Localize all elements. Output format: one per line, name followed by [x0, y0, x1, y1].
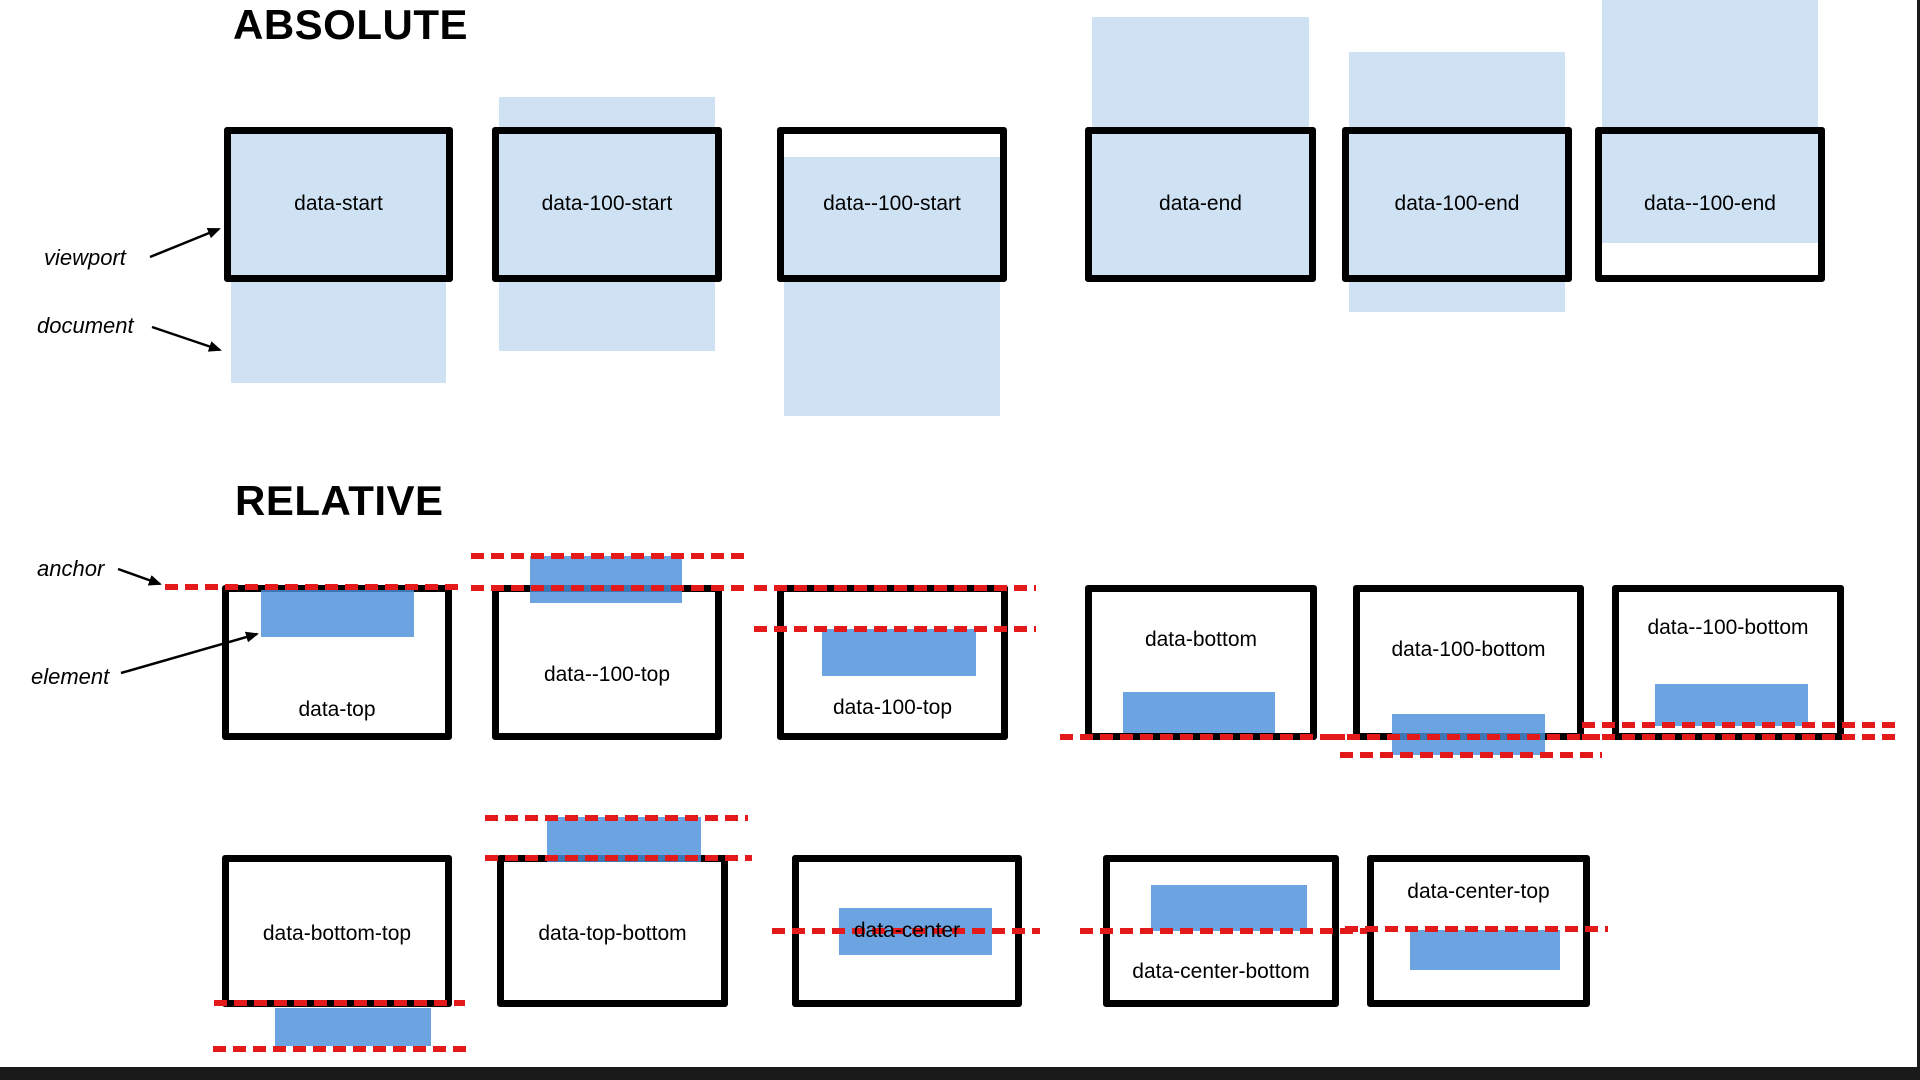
element-rect — [547, 817, 701, 862]
viewport-box — [1085, 127, 1316, 282]
anchor-dash-line — [1340, 752, 1602, 758]
viewport-box — [1595, 127, 1825, 282]
anchor-dash-line — [1345, 926, 1608, 932]
document-arrow — [151, 325, 222, 352]
document-rect — [1349, 52, 1565, 312]
box-label: data-top-bottom — [538, 922, 687, 945]
anchor-dash-line — [754, 585, 1036, 591]
document-rect — [499, 97, 715, 351]
box-label: data-100-start — [541, 192, 673, 215]
anchor-dash-line — [1080, 928, 1368, 934]
absolute-section-title: ABSOLUTE — [233, 1, 468, 48]
anchor-dash-line — [165, 584, 460, 590]
anchor-dash-line — [485, 855, 752, 861]
element-rect — [1123, 692, 1275, 733]
box-label: data--100-top — [543, 663, 671, 686]
anchor-dash-line — [214, 1000, 465, 1006]
box-label: data-100-top — [832, 696, 953, 719]
element-rect — [1655, 684, 1808, 726]
anchor-dash-line — [754, 626, 1036, 632]
anchor-dash-line — [1582, 734, 1895, 740]
viewport-label: viewport — [44, 245, 126, 270]
anchor-dash-line — [471, 585, 746, 591]
anchor-dash-line — [213, 1046, 470, 1052]
document-label: document — [37, 313, 134, 338]
document-rect — [784, 157, 1000, 416]
anchor-label: anchor — [37, 556, 105, 581]
box-label: data-bottom — [1144, 628, 1258, 651]
right-edge-line — [1917, 0, 1920, 1080]
box-label: data-center-bottom — [1132, 960, 1310, 983]
box-label: data-bottom-top — [262, 922, 412, 945]
box-label: data-100-end — [1394, 192, 1520, 215]
box-label: data-100-bottom — [1391, 638, 1546, 661]
relative-section-title: RELATIVE — [235, 477, 444, 524]
element-rect — [1410, 930, 1560, 970]
element-rect — [261, 590, 414, 637]
box-label: data-center — [853, 919, 961, 942]
viewport-box — [777, 127, 1007, 282]
element-label: element — [31, 664, 110, 689]
element-rect — [530, 556, 682, 603]
anchor-dash-line — [772, 928, 1040, 934]
box-label: data--100-end — [1644, 192, 1776, 215]
document-rect — [1092, 17, 1309, 275]
anchor-arrow — [117, 567, 162, 586]
box-label: data-end — [1159, 192, 1242, 215]
document-rect — [1602, 0, 1818, 243]
anchor-dash-line — [485, 815, 748, 821]
box-label: data--100-bottom — [1647, 616, 1809, 639]
anchor-dash-line — [1060, 734, 1345, 740]
element-rect — [822, 629, 976, 676]
box-label: data-center-top — [1407, 880, 1550, 903]
anchor-dash-line — [471, 553, 746, 559]
bottom-black-bar — [0, 1067, 1920, 1080]
viewport-box — [1342, 127, 1572, 282]
anchor-dash-line — [1327, 734, 1602, 740]
viewport-box — [224, 127, 453, 282]
anchor-dash-line — [1582, 722, 1895, 728]
box-label: data-start — [294, 192, 383, 215]
box-label: data-top — [298, 698, 376, 721]
document-rect — [231, 134, 446, 383]
viewport-box — [492, 127, 722, 282]
viewport-arrow — [149, 227, 221, 259]
box-label: data--100-start — [823, 192, 961, 215]
element-rect — [275, 1008, 431, 1046]
element-rect — [1151, 885, 1307, 931]
